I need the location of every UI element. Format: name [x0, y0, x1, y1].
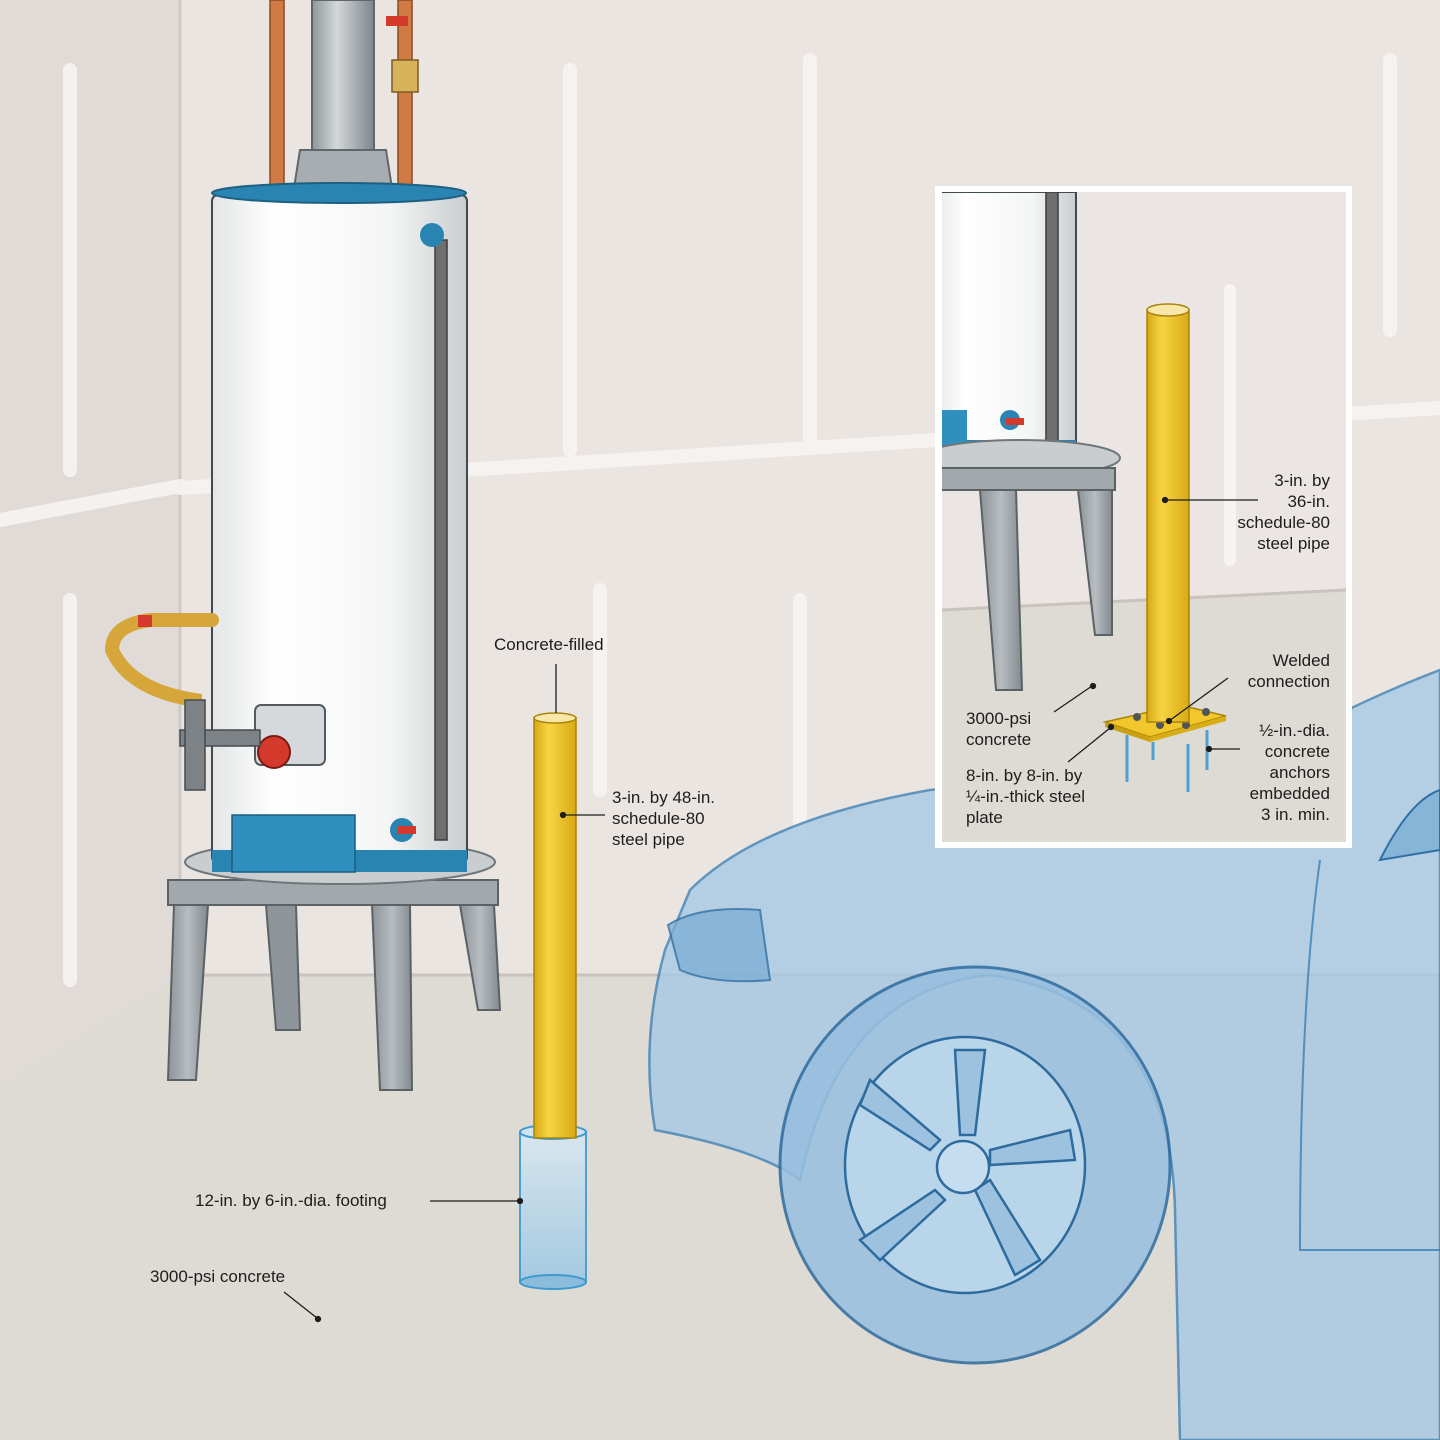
label-steel-plate: 8-in. by 8-in. by ¼-in.-thick steel plat…	[966, 765, 1085, 828]
label-line: 3-in. by	[1274, 471, 1330, 490]
label-line: plate	[966, 808, 1003, 827]
label-line: concrete	[966, 730, 1032, 749]
label-concrete-filled: Concrete-filled	[494, 635, 604, 654]
concrete-footing	[519, 1131, 587, 1283]
label-concrete-anchors: ½-in.-dia. concrete anchors embedded 3 i…	[1250, 720, 1330, 825]
cold-water-pipe	[269, 0, 285, 186]
anchor-bolts	[1133, 708, 1210, 729]
steel-pipe-48	[533, 717, 577, 1139]
wheel-hub-icon	[935, 1139, 991, 1195]
label-line: ¼-in.-thick steel	[966, 787, 1086, 806]
label-line: connection	[1247, 672, 1330, 691]
pipe-top	[533, 712, 577, 724]
relief-valve-icon	[420, 223, 444, 247]
steel-pipe-36	[1146, 309, 1190, 723]
label-line: 8-in. by 8-in. by	[966, 766, 1083, 785]
shutoff-valve	[391, 59, 419, 93]
label-line: schedule-80	[612, 809, 705, 828]
label-pipe-48: 3-in. by 48-in. schedule-80 steel pipe	[612, 787, 715, 850]
side-wall	[0, 0, 180, 1085]
gas-flex-connector	[104, 613, 219, 787]
valve-handle-icon	[386, 16, 408, 26]
main-bollard	[519, 712, 587, 1290]
label-line: Welded	[1272, 651, 1330, 670]
label-line: concrete	[1264, 742, 1330, 761]
label-inset-concrete: 3000-psi concrete	[966, 708, 1031, 750]
label-footing: 12-in. by 6-in.-dia. footing	[195, 1191, 387, 1210]
flue-pipe	[311, 0, 375, 151]
label-line: 3-in. by 48-in.	[612, 788, 715, 807]
control-knob-icon	[257, 735, 291, 769]
label-line: 36-in.	[1287, 492, 1330, 511]
label-line: embedded	[1249, 784, 1330, 803]
inset-detail	[935, 186, 1352, 848]
label-pipe-36: 3-in. by 36-in. schedule-80 steel pipe	[1237, 470, 1330, 554]
label-line: steel pipe	[1257, 534, 1330, 553]
label-floor-concrete: 3000-psi concrete	[150, 1267, 286, 1286]
discharge-tube	[434, 239, 448, 841]
leader-lines	[283, 496, 1258, 1323]
label-line: ½-in.-dia.	[1259, 721, 1330, 740]
label-line: steel pipe	[612, 830, 685, 849]
water-heater-tank	[211, 182, 468, 873]
label-line: schedule-80	[1237, 513, 1330, 532]
access-cover	[231, 814, 356, 873]
label-line: 3 in. min.	[1261, 805, 1330, 824]
label-welded-connection: Welded connection	[1248, 650, 1330, 692]
label-line: anchors	[1269, 763, 1330, 782]
car	[648, 668, 1440, 1440]
label-line: 3000-psi	[966, 709, 1032, 728]
headlight	[666, 908, 772, 983]
